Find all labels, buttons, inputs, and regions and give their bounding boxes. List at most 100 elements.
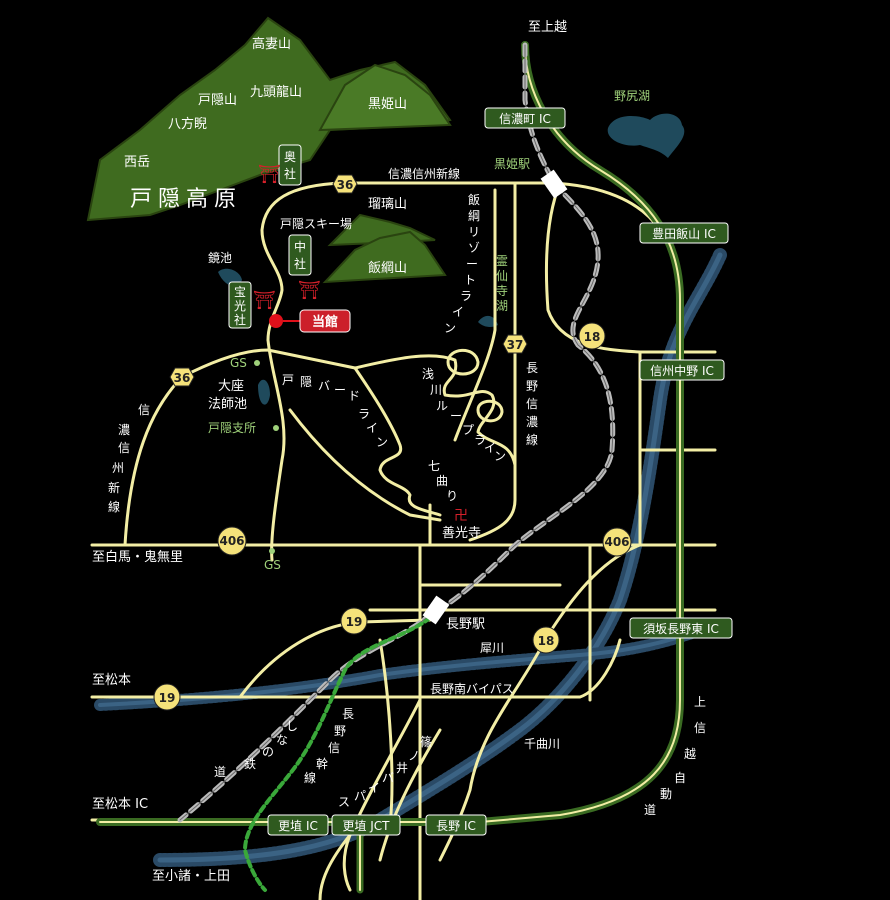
gs2-label: GS [264,558,281,572]
reisenji-lake-label: 霊 仙 寺 湖 [496,254,508,313]
ic-nagano-label: 長野 IC [436,819,476,833]
svg-text:新: 新 [108,480,120,495]
svg-text:霊: 霊 [496,254,508,268]
shinkansen-label: 長 野 信 幹 線 [304,707,354,785]
svg-text:リ: リ [468,225,480,239]
svg-text:野: 野 [334,724,346,738]
svg-text:ラ: ラ [460,289,472,303]
route-406-west: 406 [217,526,247,556]
shinano-line-label: 信濃信州新線 [388,166,460,181]
svg-text:バ: バ [318,379,330,393]
chusha-torii-icon: ⛩ [298,280,321,301]
svg-text:野: 野 [526,379,538,393]
iizuna-resort-label: 飯 綱 リ ゾ ー ト ラ イ ン [444,192,480,335]
shinkansen-line [243,616,432,892]
branch-dot [273,425,279,431]
ic-sukazaka[interactable]: 須坂長野東 IC [629,617,733,639]
railways [177,42,616,892]
branch-office-label: 戸隠支所 [208,421,256,435]
ic-koshoku-jct[interactable]: 更埴 JCT [331,814,401,836]
road-togakushi-main [266,338,286,562]
svg-text:ー: ー [334,383,346,397]
route-37-label: 37 [507,338,524,352]
svg-text:信: 信 [138,403,150,417]
nishidake-label: 西岳 [124,155,150,170]
svg-text:曲: 曲 [436,474,448,488]
road-bypass [378,638,622,699]
svg-text:戸: 戸 [282,373,294,387]
svg-text:鉄: 鉄 [244,756,256,771]
svg-text:信: 信 [694,721,706,735]
svg-text:篠: 篠 [420,734,432,749]
hokosha-label-2: 光 [234,299,246,313]
route-19-south: 19 [153,683,181,711]
route-18-south: 18 [532,626,560,654]
route-37: 37 [502,334,528,354]
svg-text:し: し [286,719,298,733]
route-18-north-label: 18 [584,330,601,344]
svg-text:バ: バ [382,771,394,785]
road-togakushi-west [260,181,345,342]
hokosha-torii-icon: ⛩ [253,290,276,311]
road-loop-1 [446,348,480,376]
lakes [218,113,685,405]
reisenji-lake [478,315,498,327]
gs1-dot [254,360,260,366]
takatsuma-label: 高妻山 [252,36,291,52]
here-dot [269,314,283,328]
route-406-west-label: 406 [219,534,244,548]
svg-text:信: 信 [328,741,340,755]
svg-text:道: 道 [214,765,226,779]
svg-text:湖: 湖 [496,298,508,313]
gs2-dot [269,548,275,554]
svg-text:井: 井 [396,761,408,775]
svg-text:線: 線 [304,770,316,785]
ic-toyotaiiyama-label: 豊田飯山 IC [652,226,716,241]
road-shinonoi-2 [378,728,442,862]
here-marker[interactable]: 当館 [269,309,351,333]
iizuna-label: 飯綱山 [368,261,407,276]
kurohime-station-marker [540,169,568,199]
route-19-south-label: 19 [159,691,176,705]
ic-nagano[interactable]: 長野 IC [425,814,487,836]
svg-text:濃: 濃 [526,415,538,429]
to-matsumoto-label: 至松本 [92,673,131,688]
kurohime-station-label: 黒姫駅 [494,157,530,171]
nojiri-lake-label: 野尻湖 [614,88,650,103]
svg-text:隠: 隠 [300,375,312,389]
ic-shinanomachi-label: 信濃町 IC [499,112,551,126]
svg-text:信: 信 [526,397,538,411]
road-south-1 [318,833,352,900]
gs1-label: GS [230,356,247,370]
okusha-torii-icon: ⛩ [258,164,281,185]
ic-koshoku-label: 更埴 IC [278,818,318,833]
chikuma-river-label: 千曲川 [524,737,560,751]
hosshi-label: 法師池 [208,397,247,412]
ic-koshoku[interactable]: 更埴 IC [267,814,329,836]
ic-shinshunakano[interactable]: 信州中野 IC [639,359,725,381]
road-asakawa [353,354,517,467]
svg-text:ン: ン [494,449,506,463]
zenkoji-label: 善光寺 [442,525,481,541]
ic-toyotaiiyama[interactable]: 豊田飯山 IC [639,222,729,244]
kurohime-mountain-label: 黒姫山 [368,97,407,112]
happo-label: 八方睨 [168,116,207,132]
chikuma-river-core [157,252,723,863]
nanamagari-label: 七 曲 り [428,459,458,503]
svg-text:長: 長 [342,707,354,721]
togakushi-plateau-label: 戸隠高原 [130,187,242,212]
to-komoro-label: 至小諸・上田 [152,868,230,884]
nagano-shinano-label: 長 野 信 濃 線 [526,361,538,447]
route-19-north: 19 [340,607,368,635]
road-shinshu-west [123,375,184,547]
ic-shinanomachi[interactable]: 信濃町 IC [484,107,566,129]
route-406-east: 406 [602,527,632,557]
zenkoji-icon: 卍 [454,508,468,524]
svg-text:イ: イ [368,781,380,795]
chusha-marker: 中 社 [288,234,312,276]
togakushi-mountain-label: 戸隠山 [198,93,237,108]
svg-text:濃: 濃 [118,423,130,437]
road-loop-2 [476,399,504,423]
shinonoi-bypass-label: 篠 ノ 井 バ イ パ ス [338,734,432,809]
